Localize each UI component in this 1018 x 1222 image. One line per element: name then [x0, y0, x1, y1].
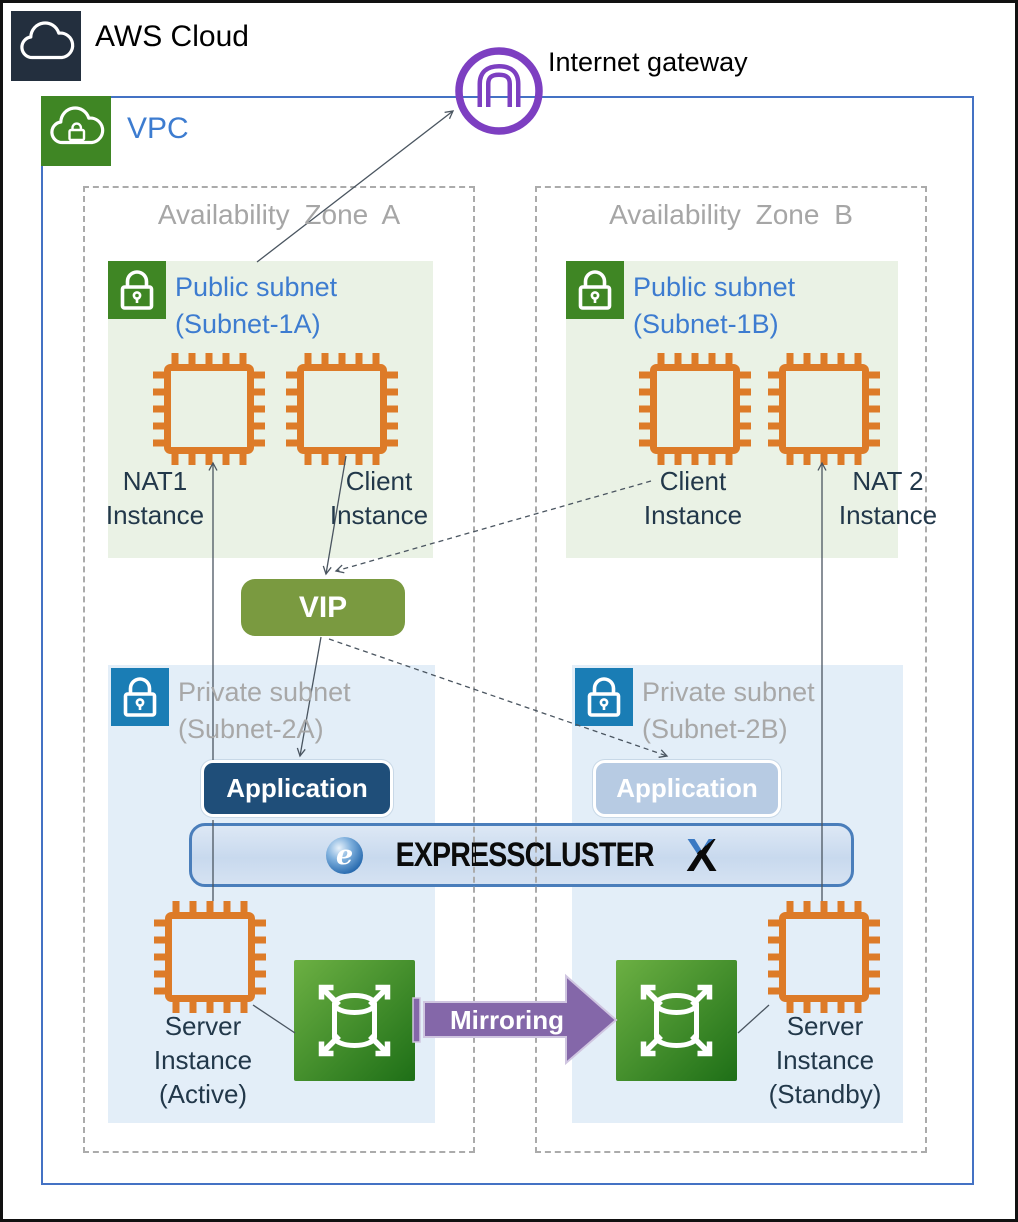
expresscluster-logo-icon: e	[326, 836, 364, 874]
public-subnet-a-lock-icon	[108, 261, 166, 319]
availability-zone-b-title: Availability Zone B	[609, 199, 853, 230]
aws-cloud-title: AWS Cloud	[95, 20, 249, 53]
nat1-instance-icon	[153, 353, 265, 465]
private-subnet-b-title: Private subnet (Subnet-2B)	[642, 677, 815, 744]
client-instance-b-label: Client Instance	[643, 466, 743, 530]
application-standby-node: Application	[593, 760, 781, 817]
vip-node: VIP	[241, 579, 405, 636]
server-instance-standby-icon	[768, 901, 880, 1013]
application-active-node: Application	[201, 760, 393, 817]
client-instance-b-icon	[639, 353, 751, 465]
public-subnet-a-title: Public subnet (Subnet-1A)	[175, 272, 338, 339]
public-subnet-b-lock-icon	[566, 261, 624, 319]
server-instance-active-label: Server Instance (Active)	[153, 1011, 253, 1109]
client-instance-a-icon	[286, 353, 398, 465]
nat1-instance-label: NAT1 Instance	[105, 466, 205, 530]
private-subnet-b-lock-icon	[575, 668, 633, 726]
internet-gateway-icon	[454, 46, 544, 136]
vpc-title: VPC	[127, 112, 189, 145]
aws-cloud-icon	[11, 11, 81, 81]
client-instance-a-label: Client Instance	[329, 466, 429, 530]
expresscluster-banner: e EXPRESSCLUSTER X	[189, 823, 854, 887]
expresscluster-logo-x: X	[686, 829, 717, 881]
private-subnet-a-title: Private subnet (Subnet-2A)	[178, 677, 351, 744]
mirror-disk-active-icon	[294, 960, 415, 1081]
expresscluster-logo-name: EXPRESSCLUSTER	[395, 835, 655, 874]
nat2-instance-icon	[768, 353, 880, 465]
internet-gateway-title: Internet gateway	[548, 47, 748, 77]
mirror-disk-standby-icon	[616, 960, 737, 1081]
availability-zone-a-title: Availability Zone A	[157, 199, 401, 230]
server-instance-active-icon	[154, 901, 266, 1013]
public-subnet-b-title: Public subnet (Subnet-1B)	[633, 272, 796, 339]
nat2-instance-label: NAT 2 Instance	[838, 466, 938, 530]
private-subnet-a-lock-icon	[111, 668, 169, 726]
mirroring-label: Mirroring	[449, 1005, 565, 1035]
vpc-icon	[41, 96, 111, 166]
server-instance-standby-label: Server Instance (Standby)	[768, 1011, 882, 1109]
